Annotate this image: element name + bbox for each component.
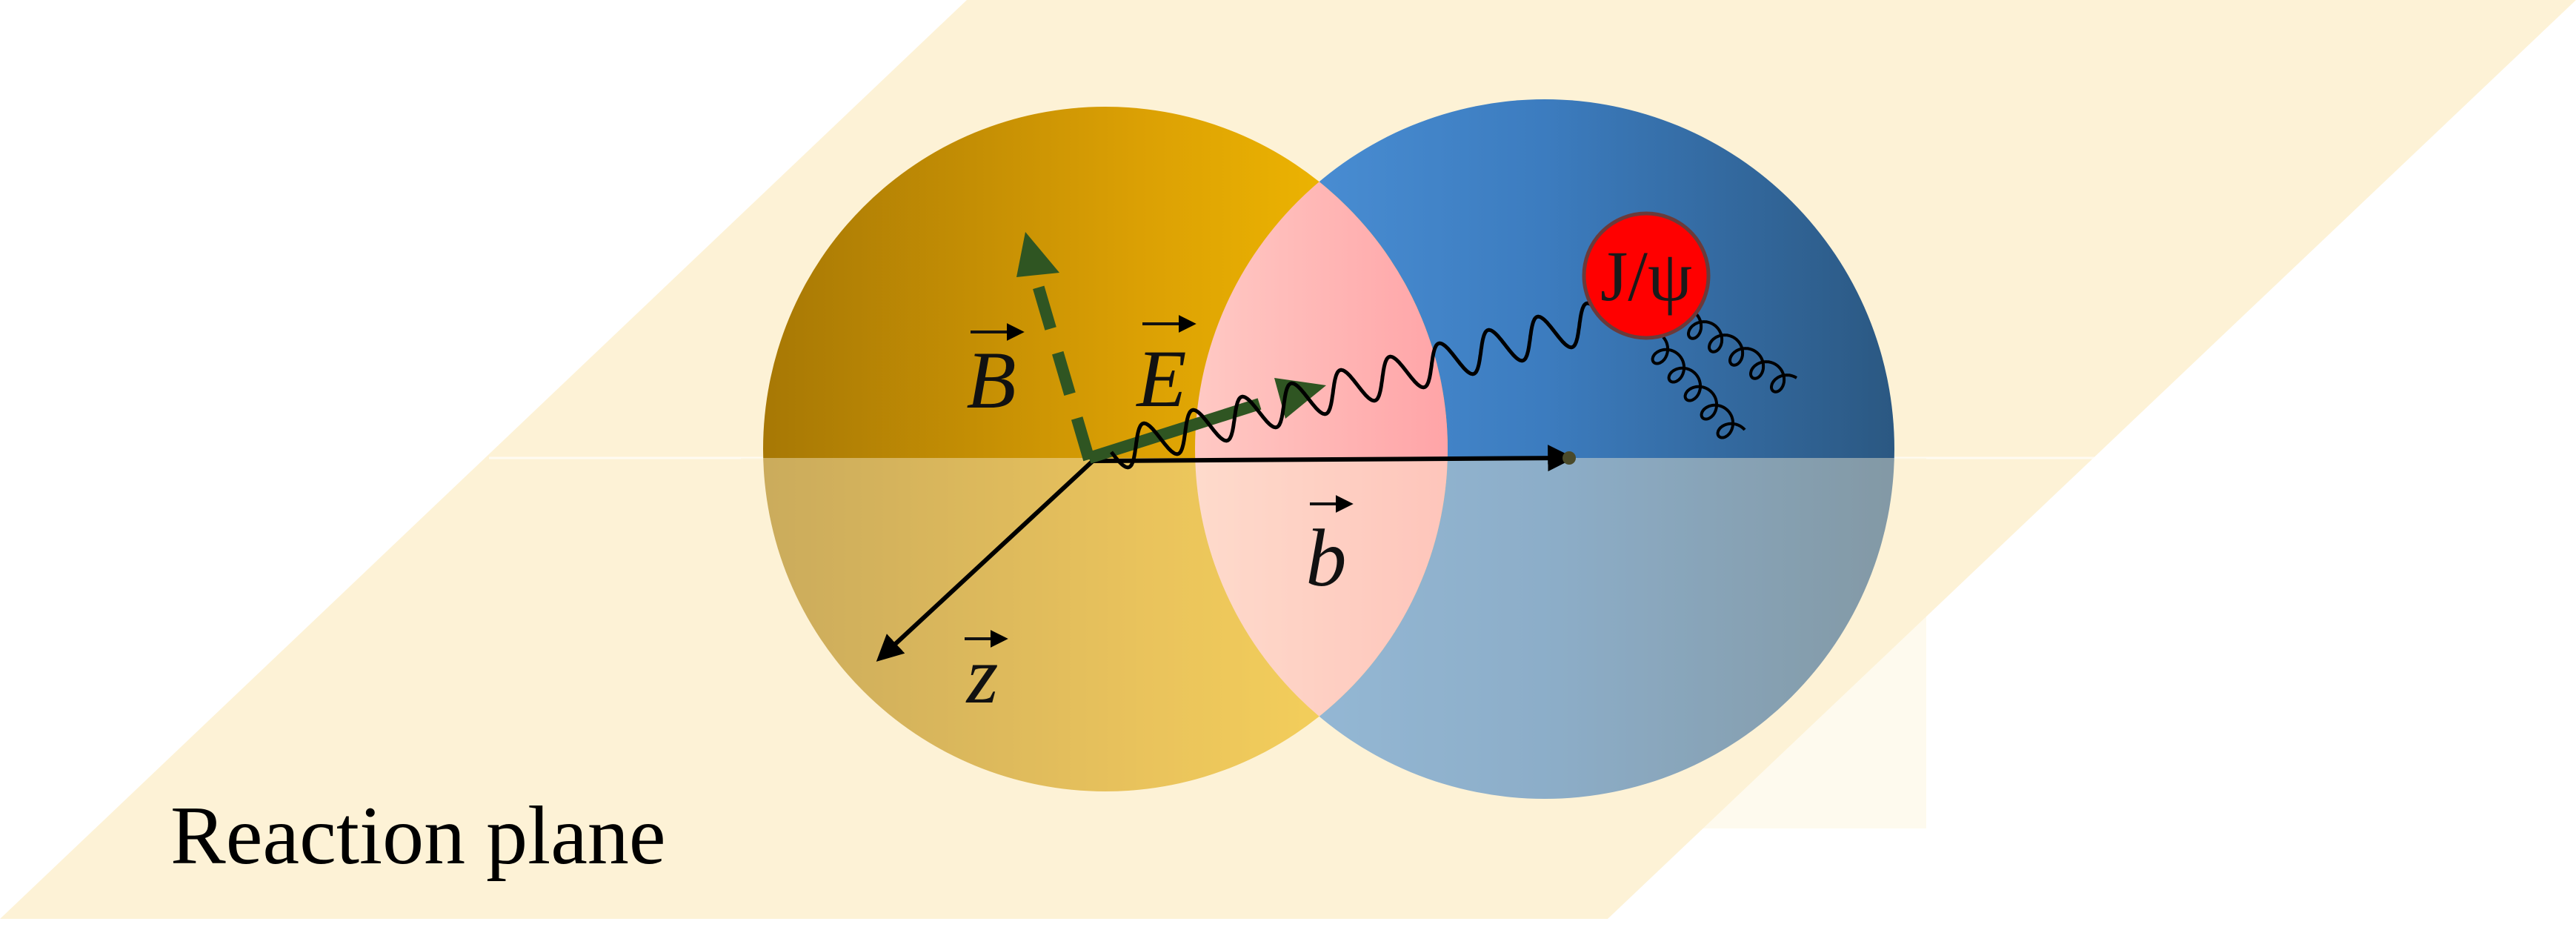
z-vector-label: z bbox=[965, 630, 1008, 720]
electric-field-arrow bbox=[1087, 398, 1262, 464]
magnetic-field-arrow bbox=[1026, 263, 1095, 462]
reaction-plane-label: Reaction plane bbox=[170, 790, 666, 882]
jpsi-particle bbox=[1582, 211, 1711, 340]
gluon-line-lower bbox=[1651, 336, 1746, 439]
z-axis-arrow bbox=[876, 459, 1095, 662]
b-vector-label: b bbox=[1306, 495, 1354, 603]
overlap-region bbox=[1195, 107, 1448, 791]
photon-wave bbox=[1110, 301, 1605, 470]
z-label: z bbox=[965, 630, 999, 720]
gluon-line-upper bbox=[1687, 310, 1797, 393]
magnetic-field-arrowhead bbox=[1016, 232, 1059, 277]
E-vector-label: E bbox=[1135, 315, 1197, 424]
plane-overlay bbox=[741, 458, 1926, 828]
E-label: E bbox=[1135, 333, 1186, 424]
impact-parameter-end-dot bbox=[1562, 451, 1576, 465]
b-label: b bbox=[1306, 513, 1347, 603]
jpsi-label: J/ψ bbox=[1600, 236, 1692, 316]
impact-parameter-arrow bbox=[1092, 445, 1575, 472]
B-label: B bbox=[966, 335, 1016, 425]
B-vector-label: B bbox=[966, 323, 1025, 425]
